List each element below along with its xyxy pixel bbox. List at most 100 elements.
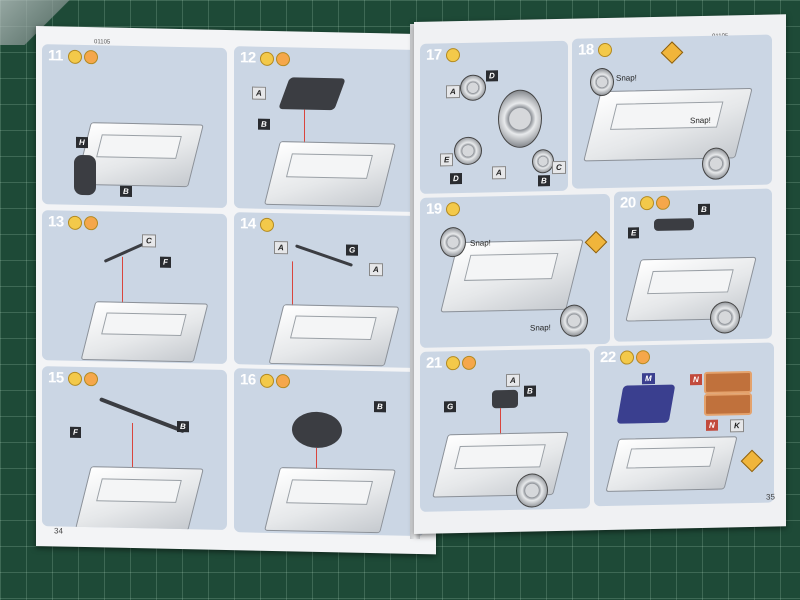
- glue-icon: [640, 195, 654, 211]
- rod-part: [295, 244, 353, 267]
- glue-icon: [598, 42, 612, 58]
- snap-label: Snap!: [530, 323, 551, 333]
- glue-icon: [446, 356, 460, 371]
- wheel-part: [516, 473, 548, 508]
- step-panel: 19 Snap! Snap!: [420, 193, 610, 348]
- tire-part: [498, 89, 542, 149]
- wheel-part: [702, 147, 730, 180]
- paint-icon: [84, 50, 98, 65]
- spring-part: [74, 154, 96, 196]
- step-icons: [68, 49, 98, 65]
- glue-icon: [68, 49, 82, 64]
- part-tag: G: [444, 401, 457, 413]
- part-tag: C: [552, 160, 566, 175]
- part-tag: D: [486, 70, 498, 82]
- part-tag: B: [524, 385, 536, 397]
- instruction-page-left: 01105 11 H B 12 A B 13 C F 14 A G A: [36, 26, 436, 555]
- part-tag: G: [346, 244, 359, 256]
- part-tag: C: [142, 234, 156, 248]
- snap-label: Snap!: [616, 73, 637, 83]
- step-icons: [598, 42, 612, 58]
- step-icons: [68, 215, 98, 231]
- step-number: 21: [426, 354, 442, 372]
- part-tag: B: [177, 420, 189, 433]
- step-icons: [260, 373, 290, 389]
- step-number: 16: [240, 371, 256, 389]
- part-tag: A: [252, 86, 266, 100]
- part-tag: B: [538, 175, 550, 187]
- wheel-part: [532, 149, 554, 174]
- step-icons: [446, 48, 460, 63]
- step-panel: 16 B: [234, 368, 424, 537]
- step-icons: [446, 355, 476, 371]
- part-tag: A: [506, 373, 520, 388]
- glue-icon: [68, 371, 82, 386]
- question-icon: [660, 41, 684, 64]
- step-number: 11: [48, 47, 63, 65]
- step-panel: 17 A D E A D B C: [420, 40, 568, 194]
- wheel-part: [460, 74, 486, 102]
- step-panel: 15 F B: [42, 366, 227, 531]
- decal: [704, 370, 752, 394]
- part-tag: K: [730, 419, 744, 433]
- paint-icon: [84, 216, 98, 231]
- step-panel: 18 Snap! Snap!: [572, 34, 772, 189]
- step-number: 17: [426, 46, 442, 64]
- panel-part: [616, 384, 676, 424]
- glue-icon: [260, 373, 274, 388]
- step-number: 18: [578, 41, 594, 59]
- snap-label: Snap!: [690, 115, 711, 126]
- glue-icon: [260, 217, 274, 232]
- part-tag: H: [76, 136, 88, 149]
- paint-icon: [276, 374, 290, 389]
- assembly-drawing: [583, 87, 753, 161]
- paint-icon: [656, 195, 670, 210]
- glue-icon: [260, 51, 274, 66]
- step-panel: 13 C F: [42, 210, 227, 365]
- part-tag: E: [440, 153, 454, 167]
- part-tag: D: [450, 172, 462, 185]
- arm-part: [99, 397, 185, 434]
- assembly-drawing: [264, 141, 396, 207]
- wheel-part: [454, 136, 482, 166]
- page-number: 34: [54, 526, 63, 536]
- assembly-drawing: [432, 431, 570, 498]
- wheel-part: [710, 301, 740, 334]
- part-tag: B: [120, 185, 132, 198]
- assembly-drawing: [263, 467, 397, 534]
- step-icons: [260, 51, 290, 67]
- part-tag: B: [258, 118, 270, 130]
- wheel-part: [560, 304, 588, 337]
- step-number: 13: [48, 213, 64, 231]
- decal: [704, 392, 752, 416]
- step-panel: 14 A G A: [234, 212, 424, 369]
- glue-icon: [620, 350, 634, 365]
- lever-part: [492, 389, 518, 409]
- assembly-drawing: [80, 301, 209, 363]
- part-tag: E: [628, 227, 640, 239]
- assembly-drawing: [268, 304, 400, 367]
- step-panel: 21 A G B: [420, 348, 590, 512]
- snap-label: Snap!: [470, 238, 491, 248]
- part-tag: A: [446, 85, 460, 99]
- part-tag: F: [70, 426, 81, 438]
- step-number: 19: [426, 200, 442, 218]
- paint-icon: [84, 372, 98, 387]
- paint-icon: [636, 350, 650, 365]
- step-number: 22: [600, 348, 616, 367]
- instruction-page-right: 01105 17 A D E A D B C 18 Snap! Snap! 19…: [414, 14, 786, 535]
- assembly-drawing: [74, 466, 204, 531]
- step-number: 20: [620, 194, 636, 212]
- part-tag: A: [492, 166, 506, 180]
- step-icons: [640, 195, 670, 211]
- question-icon: [740, 449, 764, 473]
- seat-part: [292, 411, 342, 449]
- step-panel: 12 A B: [234, 46, 424, 213]
- step-panel: 22 M N N K: [594, 342, 774, 507]
- part-tag: B: [698, 203, 710, 216]
- plate-part: [278, 77, 346, 111]
- step-number: 12: [240, 49, 256, 67]
- part-tag: F: [160, 256, 171, 268]
- step-icons: [68, 371, 98, 387]
- step-icons: [620, 350, 650, 365]
